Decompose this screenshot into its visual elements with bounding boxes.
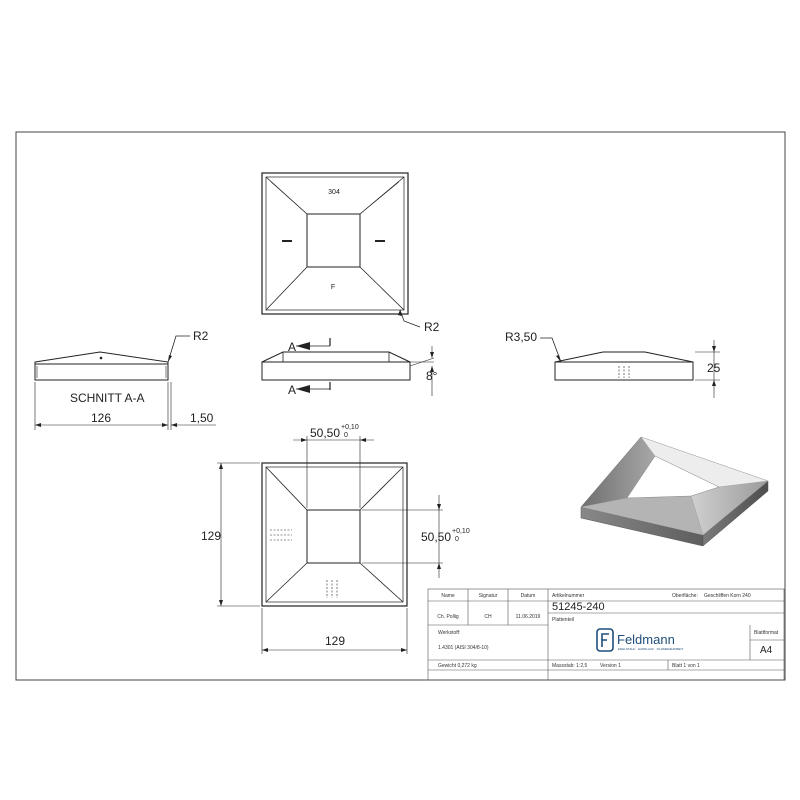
sheet-format-label: Blattformat xyxy=(754,630,779,636)
opening-width-tol-upper: +0,10 xyxy=(341,424,359,431)
material-value: 1.4301 (AISI 304/8-10) xyxy=(438,645,489,651)
signature-value: CH xyxy=(484,614,492,620)
scale-label: Massstab: 1:2,5 xyxy=(552,663,588,669)
date-header: Datum xyxy=(521,593,536,599)
name-header: Name xyxy=(441,593,455,599)
surface-label: Oberfläche: xyxy=(672,593,698,599)
signature-header: Signatur xyxy=(479,593,498,599)
designation-label: Plattenteil xyxy=(552,617,574,623)
material-header: Werkstoff: xyxy=(438,630,460,636)
side-radius-label: R3,50 xyxy=(505,330,537,344)
opening-width-label: 50,50 xyxy=(310,426,340,440)
feldmann-f-logo-icon xyxy=(596,628,614,652)
opening-width-tol-lower: 0 xyxy=(344,432,348,439)
top-view: 304 F R2 xyxy=(261,172,440,334)
article-header: Artikelnummer xyxy=(552,593,585,599)
opening-height-tol-lower: 0 xyxy=(455,536,459,543)
top-view-bottom-mark: F xyxy=(331,284,335,291)
section-thickness-label: 1,50 xyxy=(190,411,214,425)
top-view-top-mark: 304 xyxy=(328,189,340,196)
sheet-border xyxy=(15,131,786,681)
outer-height-label: 129 xyxy=(201,529,221,543)
opening-height-label: 50,50 xyxy=(421,530,451,544)
isometric-3d-view xyxy=(580,436,769,547)
opening-height-tol-upper: +0,10 xyxy=(452,528,470,535)
logo-name: Feldmann xyxy=(617,632,675,647)
cut-label-top: A xyxy=(288,340,296,354)
sheet-label: Blatt 1 von 1 xyxy=(672,663,700,669)
section-view-middle: A A 8° xyxy=(261,338,438,397)
section-width-label: 126 xyxy=(91,411,111,425)
side-view-right: R3,50 25 xyxy=(505,330,721,398)
version-label: Version 1 xyxy=(600,663,621,669)
side-height-label: 25 xyxy=(707,361,721,375)
top-view-radius-label: R2 xyxy=(424,320,440,334)
weight-label: Gewicht 0,272 kg xyxy=(438,663,477,669)
title-block xyxy=(427,588,785,681)
logo-subtitle: EDELSTAHL · HANDLAUF · SCHMIEDEARBEIT xyxy=(618,647,684,651)
section-title: SCHNITT A-A xyxy=(70,391,144,405)
feldmann-logo: Feldmann EDELSTAHL · HANDLAUF · SCHMIEDE… xyxy=(596,628,684,652)
front-view: 50,50 +0,10 0 50,50 +0,10 0 129 129 xyxy=(201,424,470,654)
sheet-format-value: A4 xyxy=(760,645,773,656)
title-block-text: Name Signatur Datum Ch. Pollig CH 11.06.… xyxy=(437,593,778,669)
section-radius-label: R2 xyxy=(193,329,209,343)
name-value: Ch. Pollig xyxy=(437,614,459,620)
article-value: 51245-240 xyxy=(552,601,605,613)
cut-label-bottom: A xyxy=(288,383,296,397)
section-view-left: R2 SCHNITT A-A 126 1,50 xyxy=(34,329,216,430)
outer-width-label: 129 xyxy=(325,634,345,648)
angle-label: 8° xyxy=(426,369,438,383)
surface-value: Geschliffen Korn 240 xyxy=(704,593,751,599)
date-value: 11.06.2019 xyxy=(516,614,541,620)
